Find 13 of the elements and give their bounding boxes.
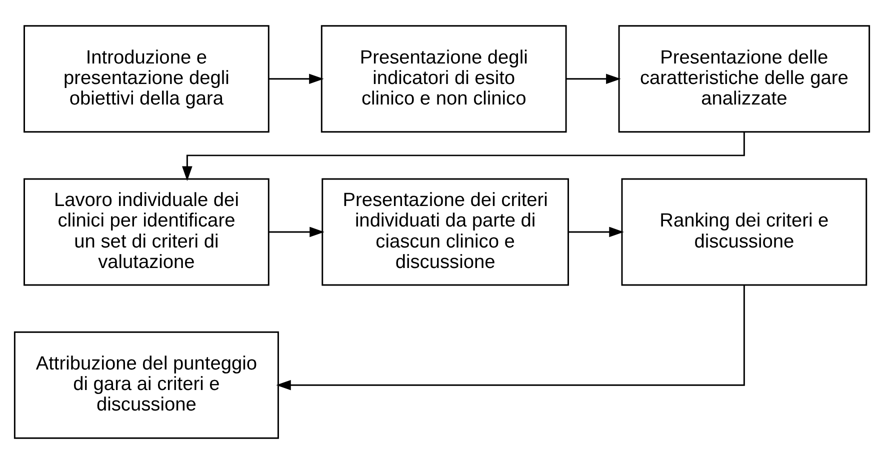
arrow xyxy=(566,74,621,84)
arrow xyxy=(268,226,324,238)
node-box: Lavoro individuale dei clinici per identificare un set di criteri di valutazione xyxy=(24,178,270,286)
node-box: Ranking dei criteri e discussione xyxy=(621,178,868,286)
node-box: Presentazione delle caratteristiche delle gare analizzate xyxy=(618,25,870,133)
arrow xyxy=(568,226,624,238)
node-box: Introduzione e presentazione degli obiettivi della gara xyxy=(24,25,270,133)
node-box: Attribuzione del punteggio di gara ai criteri e discussione xyxy=(14,331,279,439)
node-box: Presentazione dei criteri individuati da parte di ciascun clinico e discussione xyxy=(322,178,569,286)
arrow xyxy=(182,132,745,182)
arrow xyxy=(276,285,745,390)
arrow xyxy=(268,74,324,84)
node-box: Presentazione degli indicatori di esito clinico e non clinico xyxy=(320,25,567,133)
